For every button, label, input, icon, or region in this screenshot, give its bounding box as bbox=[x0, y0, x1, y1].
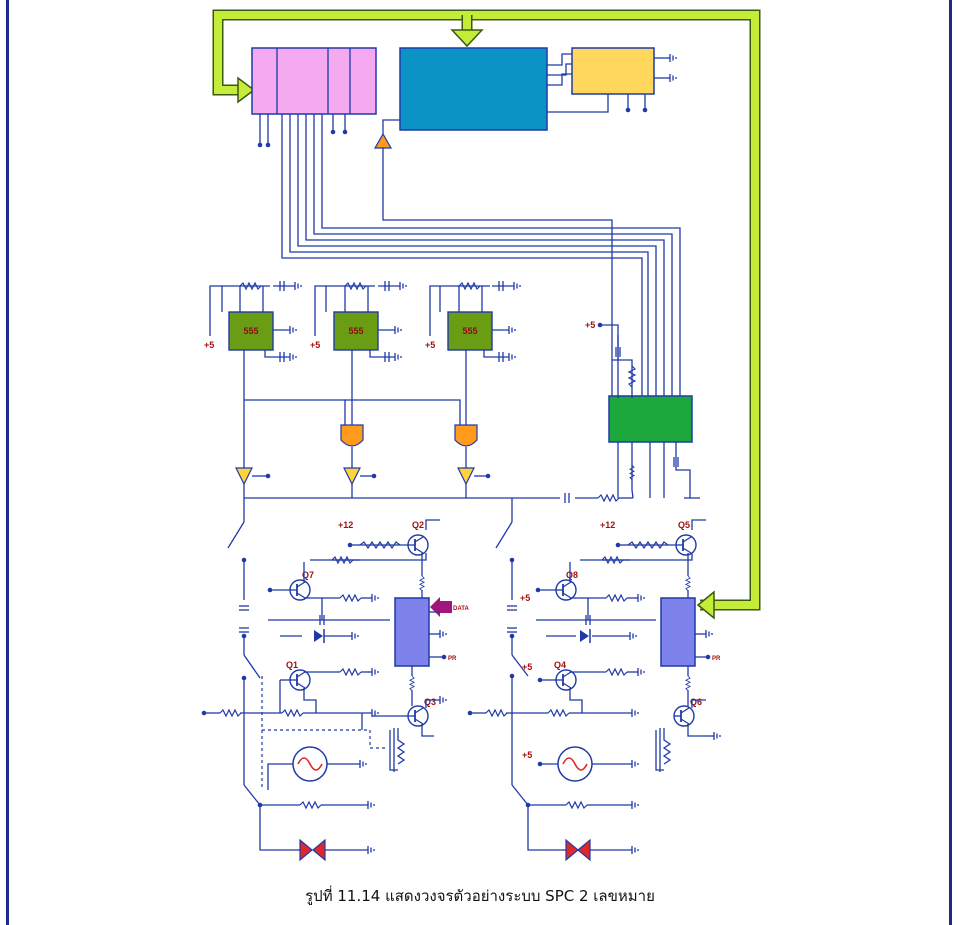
vcc-label: +5 bbox=[204, 340, 214, 350]
diode-right bbox=[580, 629, 591, 643]
timer-555-2: 555 bbox=[333, 311, 379, 351]
buffer-gate-top bbox=[373, 132, 393, 149]
vcc-label: +5 bbox=[522, 750, 532, 760]
buffer-1 bbox=[235, 467, 253, 486]
and-gate-1 bbox=[340, 424, 364, 447]
vcc-label: +5 bbox=[520, 593, 530, 603]
relay-block-right bbox=[660, 597, 696, 667]
feedback-bus-line bbox=[212, 9, 761, 620]
valve-right bbox=[565, 838, 591, 862]
vcc-label: +5 bbox=[585, 320, 595, 330]
frame-right bbox=[949, 0, 952, 925]
port-register-block bbox=[251, 47, 377, 115]
pr-label: PR bbox=[448, 656, 457, 662]
timer-555-3: 555 bbox=[447, 311, 493, 351]
q4-label: Q4 bbox=[554, 660, 566, 670]
vcc12-label: +12 bbox=[600, 520, 615, 530]
data-arrow bbox=[430, 597, 452, 617]
memory-block bbox=[571, 47, 655, 95]
q6-label: Q6 bbox=[690, 697, 702, 707]
q2-label: Q2 bbox=[412, 520, 424, 530]
q5-label: Q5 bbox=[678, 520, 690, 530]
frame-left bbox=[6, 0, 9, 925]
figure-caption: รูปที่ 11.14 แสดงวงจรตัวอย่างระบบ SPC 2 … bbox=[305, 887, 655, 905]
tone-generator-right bbox=[557, 746, 593, 782]
valve-left bbox=[299, 838, 326, 862]
and-gate-2 bbox=[454, 424, 478, 447]
relay-block-left bbox=[394, 597, 430, 667]
timer-555-1: 555 bbox=[228, 311, 274, 351]
vcc-label: +5 bbox=[310, 340, 320, 350]
buffer-3 bbox=[457, 467, 475, 486]
q3-label: Q3 bbox=[424, 697, 436, 707]
vcc12-label: +12 bbox=[338, 520, 353, 530]
data-label: DATA bbox=[453, 606, 469, 612]
timer-label: 555 bbox=[243, 326, 258, 336]
pr-label: PR bbox=[712, 656, 721, 662]
cpu-block bbox=[399, 47, 548, 131]
timer-label: 555 bbox=[462, 326, 477, 336]
diode-left bbox=[314, 629, 325, 643]
vcc-label: +5 bbox=[425, 340, 435, 350]
control-bus-wires bbox=[281, 114, 681, 398]
buffer-2 bbox=[343, 467, 361, 486]
vcc-label: +5 bbox=[522, 662, 532, 672]
timer-label: 555 bbox=[348, 326, 363, 336]
q1-label: Q1 bbox=[286, 660, 298, 670]
q7-label: Q7 bbox=[302, 570, 314, 580]
tone-generator-left bbox=[292, 746, 328, 782]
line-controller-block bbox=[608, 395, 693, 443]
q8-label: Q8 bbox=[566, 570, 578, 580]
